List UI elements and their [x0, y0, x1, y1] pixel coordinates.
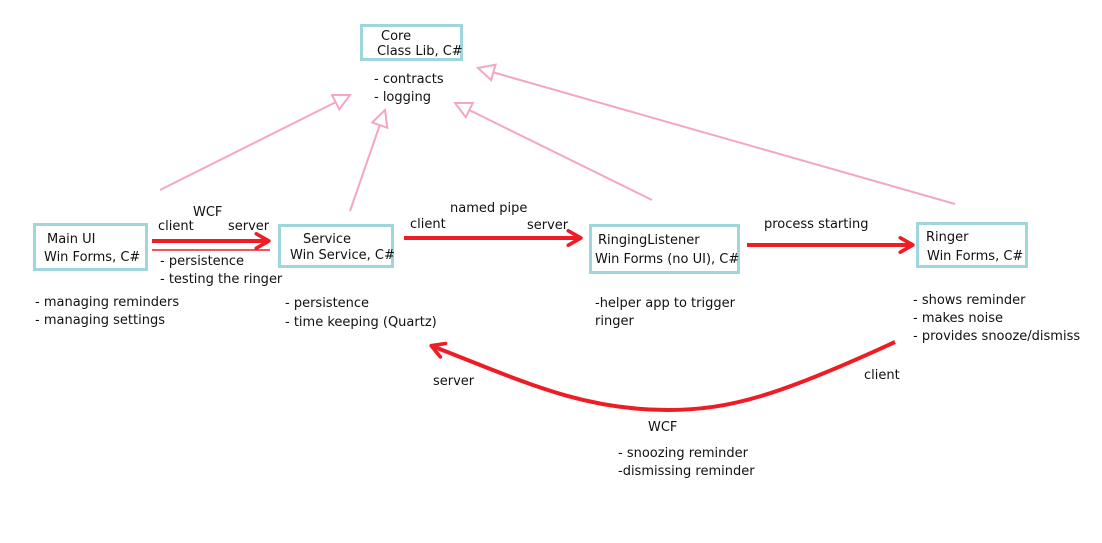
- inheritance-arrow-listener-core: [455, 103, 653, 201]
- edge-service-listener-protocol: named pipe: [450, 201, 528, 216]
- service-note-1: - persistence: [285, 296, 370, 311]
- edge-service-listener-client: client: [410, 217, 446, 232]
- ringing-listener-box: RingingListener Win Forms (no UI), C#: [589, 224, 740, 274]
- ringer-subtitle: Win Forms, C#: [927, 249, 1024, 264]
- edge-listener-ringer-label: process starting: [764, 217, 869, 232]
- edge-mainui-service-client: client: [158, 219, 194, 234]
- ringing-listener-note-1: -helper app to trigger: [595, 296, 735, 311]
- edge-ringer-service-note-2: -dismissing reminder: [618, 464, 755, 479]
- ringer-title: Ringer: [926, 230, 969, 245]
- core-box: Core Class Lib, C#: [360, 24, 463, 61]
- core-note-1: - contracts: [374, 72, 444, 87]
- ringing-listener-title: RingingListener: [598, 233, 700, 248]
- inheritance-arrow-mainui-core: [159, 95, 350, 191]
- ringing-listener-note-2: ringer: [595, 314, 634, 329]
- service-title: Service: [303, 232, 352, 247]
- inheritance-arrow-service-core: [349, 110, 385, 212]
- edge-mainui-service-note-1: - persistence: [160, 254, 245, 269]
- main-ui-note-2: - managing settings: [35, 313, 165, 328]
- edge-ringer-service-note-1: - snoozing reminder: [618, 446, 748, 461]
- ringer-note-3: - provides snooze/dismiss: [913, 329, 1081, 344]
- ringing-listener-subtitle: Win Forms (no UI), C#: [595, 252, 740, 267]
- service-box: Service Win Service, C#: [278, 224, 395, 268]
- edge-ringer-service-client: client: [864, 368, 900, 383]
- edge-mainui-service-server: server: [228, 219, 270, 234]
- ringer-note-2: - makes noise: [913, 311, 1003, 326]
- flow-arrow-ringer-service: [429, 340, 896, 413]
- edge-service-listener-server: server: [527, 218, 569, 233]
- edge-mainui-service-protocol: WCF: [193, 205, 223, 220]
- core-subtitle: Class Lib, C#: [377, 44, 463, 59]
- edge-ringer-service-server: server: [433, 374, 475, 389]
- edge-mainui-service-note-2: - testing the ringer: [160, 272, 283, 287]
- edge-ringer-service-protocol: WCF: [648, 420, 678, 435]
- main-ui-subtitle: Win Forms, C#: [44, 250, 141, 265]
- core-title: Core: [381, 29, 412, 44]
- service-note-2: - time keeping (Quartz): [285, 315, 437, 330]
- service-subtitle: Win Service, C#: [290, 248, 395, 263]
- main-ui-title: Main UI: [47, 232, 96, 247]
- ringer-box: Ringer Win Forms, C#: [916, 222, 1028, 268]
- inheritance-arrow-ringer-core: [478, 68, 956, 205]
- main-ui-note-1: - managing reminders: [35, 295, 180, 310]
- ringer-note-1: - shows reminder: [913, 293, 1026, 308]
- core-note-2: - logging: [374, 90, 431, 105]
- main-ui-box: Main UI Win Forms, C#: [33, 223, 148, 271]
